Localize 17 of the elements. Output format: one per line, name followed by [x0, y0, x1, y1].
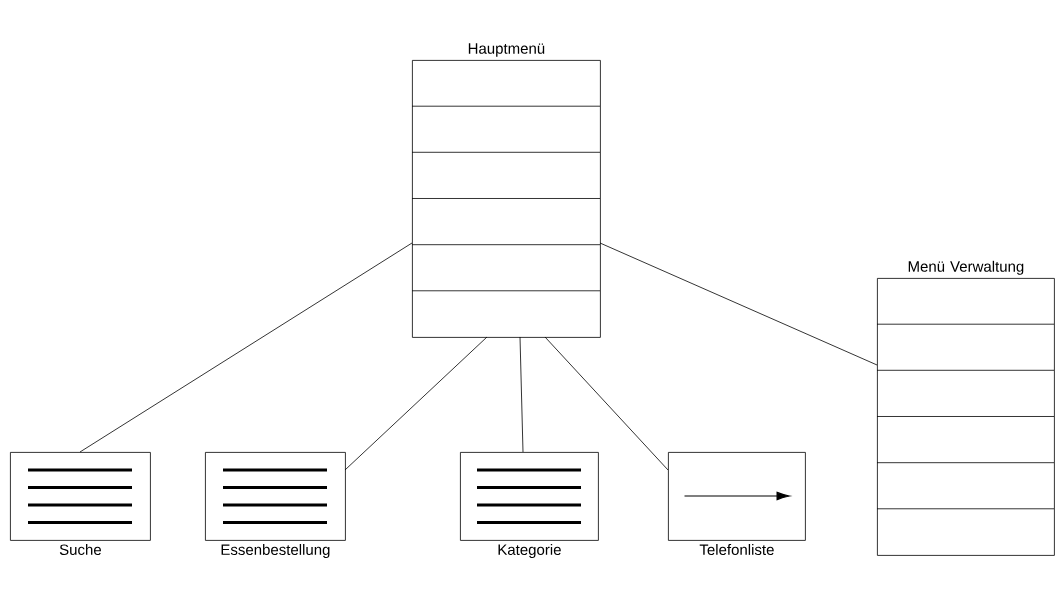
node-label: Hauptmenü: [468, 43, 545, 57]
connector-line: [344, 336, 488, 471]
screen-box: Kategorie: [460, 452, 599, 558]
node-label: Kategorie: [498, 543, 561, 558]
connector-line: [599, 242, 878, 366]
node-label: Telefonliste: [699, 543, 774, 555]
connector-line: [519, 336, 524, 453]
node-label: Suche: [59, 543, 101, 555]
connector-line: [79, 242, 413, 453]
menu-box: Hauptmenü: [411, 43, 601, 338]
node-label: Menü Verwaltung: [908, 260, 1024, 275]
menu-box: Menü Verwaltung: [876, 260, 1055, 556]
connector-line: [544, 336, 669, 471]
screen-box: Telefonliste: [668, 452, 806, 555]
screen-box: Suche: [10, 452, 151, 555]
node-label: Essenbestellung: [221, 543, 330, 558]
screen-box: Essenbestellung: [205, 452, 346, 558]
